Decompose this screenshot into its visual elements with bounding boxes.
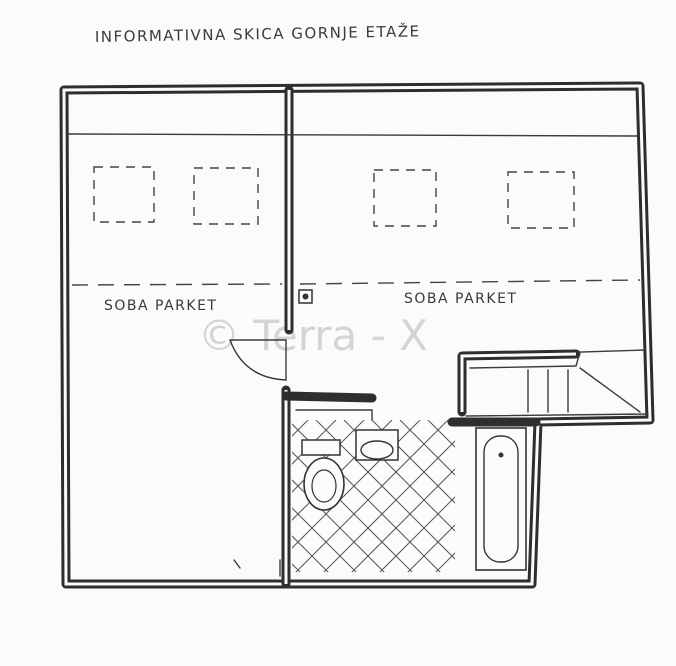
tile-line xyxy=(652,420,676,580)
tile-line xyxy=(568,420,676,580)
bathtub-icon xyxy=(475,427,527,571)
tile-line xyxy=(292,420,337,572)
skylight-window-icon xyxy=(373,169,437,227)
bathroom-walls xyxy=(281,385,541,589)
skylight-window-icon xyxy=(507,171,575,229)
tile-line xyxy=(120,420,280,580)
tile-line xyxy=(315,420,455,572)
tile-line xyxy=(292,420,449,572)
tile-line xyxy=(596,420,676,580)
tile-line xyxy=(399,420,455,572)
tile-line xyxy=(371,420,455,572)
tile-line xyxy=(540,420,676,580)
tile-line xyxy=(568,420,676,580)
tile-line xyxy=(292,420,365,572)
tile-line xyxy=(540,420,676,580)
room-label-right: SOBA PARKET xyxy=(404,291,517,307)
watermark: © Terra - X xyxy=(198,311,428,360)
skylight-window-icon xyxy=(93,166,155,223)
plan-title: INFORMATIVNA SKICA GORNJE ETAŽE xyxy=(95,21,421,46)
skylight-windows xyxy=(93,166,575,229)
staircase xyxy=(457,349,649,417)
tile-line xyxy=(92,420,252,580)
tile-line xyxy=(427,420,455,572)
tile-line xyxy=(624,420,676,580)
tile-line xyxy=(624,420,676,580)
tile-line xyxy=(596,420,676,580)
tile-line xyxy=(120,420,280,580)
sink-icon xyxy=(355,429,399,461)
wall-mark xyxy=(233,559,241,569)
skylight-window-icon xyxy=(193,167,259,225)
roof-lines xyxy=(67,133,641,286)
toilet-icon xyxy=(301,439,345,511)
tile-line xyxy=(427,420,455,572)
door-swing xyxy=(228,339,287,381)
tile-line xyxy=(92,420,252,580)
tile-line xyxy=(343,420,455,572)
room-label-left: SOBA PARKET xyxy=(104,298,217,314)
chimney-icon xyxy=(298,289,313,304)
tile-line xyxy=(652,420,676,580)
tile-line xyxy=(399,420,455,572)
